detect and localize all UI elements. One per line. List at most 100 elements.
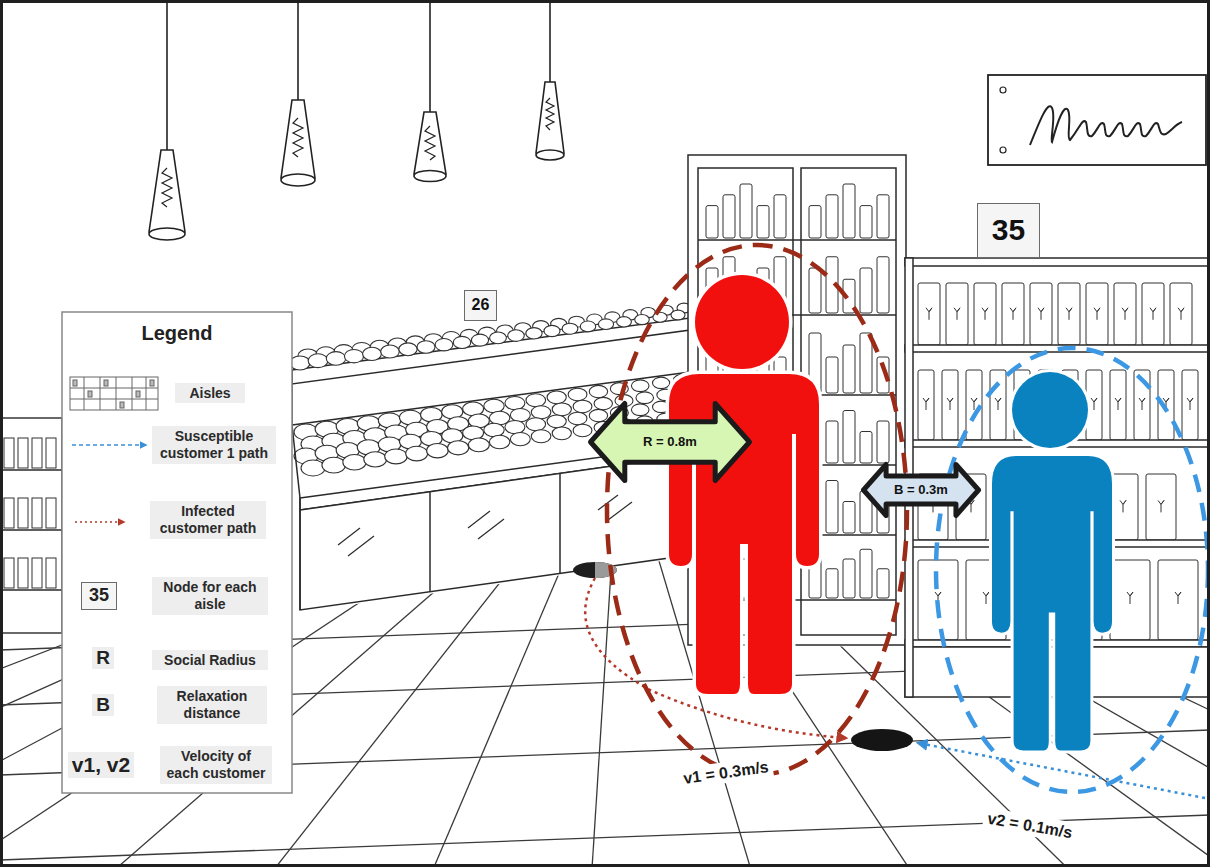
pendant-lamp xyxy=(149,0,564,240)
produce-stand xyxy=(635,314,650,324)
aisle-sample xyxy=(88,391,92,397)
aisle-node: 35 xyxy=(977,203,1040,258)
pendant-lamp xyxy=(281,174,315,186)
refrigerator xyxy=(706,206,718,238)
pendant-lamp xyxy=(162,168,172,207)
produce-stand xyxy=(292,370,300,610)
refrigerator xyxy=(860,268,872,313)
aisle-sample xyxy=(146,377,147,410)
refrigerator xyxy=(860,549,872,598)
legend-title-text: Legend xyxy=(141,321,212,345)
produce-stand xyxy=(589,409,607,421)
legend-entry: Social Radius xyxy=(152,650,268,671)
produce-stand xyxy=(562,323,578,334)
legend-panel xyxy=(62,312,292,793)
infected-path-sample xyxy=(75,521,124,523)
aisle-shelf xyxy=(947,398,953,410)
produce-stand xyxy=(568,412,587,425)
produce-stand xyxy=(505,396,525,409)
aisle-sample xyxy=(70,399,158,400)
produce-stand xyxy=(505,420,525,433)
refrigerator xyxy=(877,257,889,313)
aisle-shelf xyxy=(18,498,28,528)
wall-sign xyxy=(1030,106,1182,145)
aisle-shelf xyxy=(1086,283,1108,345)
produce-stand xyxy=(308,354,328,368)
refrigerator xyxy=(826,357,838,393)
refrigerator xyxy=(843,184,855,238)
produce-stand xyxy=(594,397,612,409)
aisle-shelf xyxy=(18,558,28,588)
velocity-label: v1 = 0.3m/s xyxy=(678,756,774,790)
produce-stand xyxy=(435,339,453,351)
refrigerator xyxy=(826,481,838,534)
node-label: R = 0.8m xyxy=(643,435,697,450)
aisle-shelf xyxy=(1030,283,1052,345)
velocity-label-text: v2 = 0.1m/s xyxy=(986,809,1074,843)
aisle-shelf xyxy=(926,308,932,320)
aisle-shelf xyxy=(1139,398,1145,410)
aisle-shelf xyxy=(4,558,14,588)
refrigerator xyxy=(860,206,872,238)
aisle-shelf xyxy=(995,398,1001,410)
infected-customer xyxy=(695,275,789,369)
produce-stand xyxy=(631,404,649,416)
legend-symbol-text: R xyxy=(96,647,110,670)
legend-entry: Node for each aisle xyxy=(152,577,268,615)
produce-stand xyxy=(478,519,504,539)
aisle-shelf xyxy=(1120,500,1126,512)
aisle-shelf xyxy=(0,418,62,633)
refrigerator xyxy=(877,421,889,463)
aisle-shelf xyxy=(1066,308,1072,320)
aisle-shelf xyxy=(4,438,14,468)
legend-symbol: v1, v2 xyxy=(68,752,134,777)
produce-stand xyxy=(608,502,632,520)
aisle-shelf xyxy=(1122,308,1128,320)
legend-entry: Infected customer path xyxy=(150,501,266,539)
aisle-sample xyxy=(150,380,154,386)
aisle-sample xyxy=(104,380,108,386)
susceptible-path-sample xyxy=(72,444,146,446)
aisle-node: 26 xyxy=(464,290,497,321)
legend-text: Aisles xyxy=(179,385,241,402)
pendant-lamp xyxy=(281,100,315,184)
wall-sign xyxy=(1000,147,1006,153)
aisle-shelf xyxy=(971,398,977,410)
produce-stand xyxy=(671,310,685,320)
produce-stand xyxy=(526,394,546,407)
aisle-shelf xyxy=(1010,308,1016,320)
produce-stand xyxy=(292,372,690,425)
pendant-lamp xyxy=(414,171,446,182)
aisle-shelf xyxy=(1146,474,1176,540)
produce-stand xyxy=(399,343,417,356)
aisle-shelf xyxy=(46,438,56,468)
legend-symbol-text: B xyxy=(96,694,110,717)
produce-stand xyxy=(510,432,530,445)
pendant-lamp xyxy=(149,228,185,240)
produce-stand xyxy=(547,391,566,404)
social-radius-ring xyxy=(936,348,1208,792)
legend-panel xyxy=(62,312,292,793)
aisle-sample xyxy=(84,377,85,410)
pendant-lamp xyxy=(536,82,564,158)
refrigerator xyxy=(809,206,821,238)
produce-stand xyxy=(526,418,546,431)
aisle-shelf xyxy=(983,592,989,604)
refrigerator xyxy=(843,411,855,464)
refrigerator xyxy=(860,432,872,464)
aisle-shelf xyxy=(1175,592,1181,604)
produce-stand xyxy=(343,454,366,469)
aisle-shelf xyxy=(905,345,1210,352)
aisle-shelf xyxy=(923,398,929,410)
produce-stand xyxy=(653,377,670,388)
pendant-lamp xyxy=(549,0,551,82)
aisle-shelf xyxy=(982,308,988,320)
pendant-lamp xyxy=(546,98,554,130)
aisle-shelf xyxy=(918,370,934,440)
aisle-shelf xyxy=(0,589,62,590)
aisle-shelf xyxy=(954,308,960,320)
refrigerator xyxy=(843,559,855,598)
susceptible-customer xyxy=(1012,372,1088,448)
